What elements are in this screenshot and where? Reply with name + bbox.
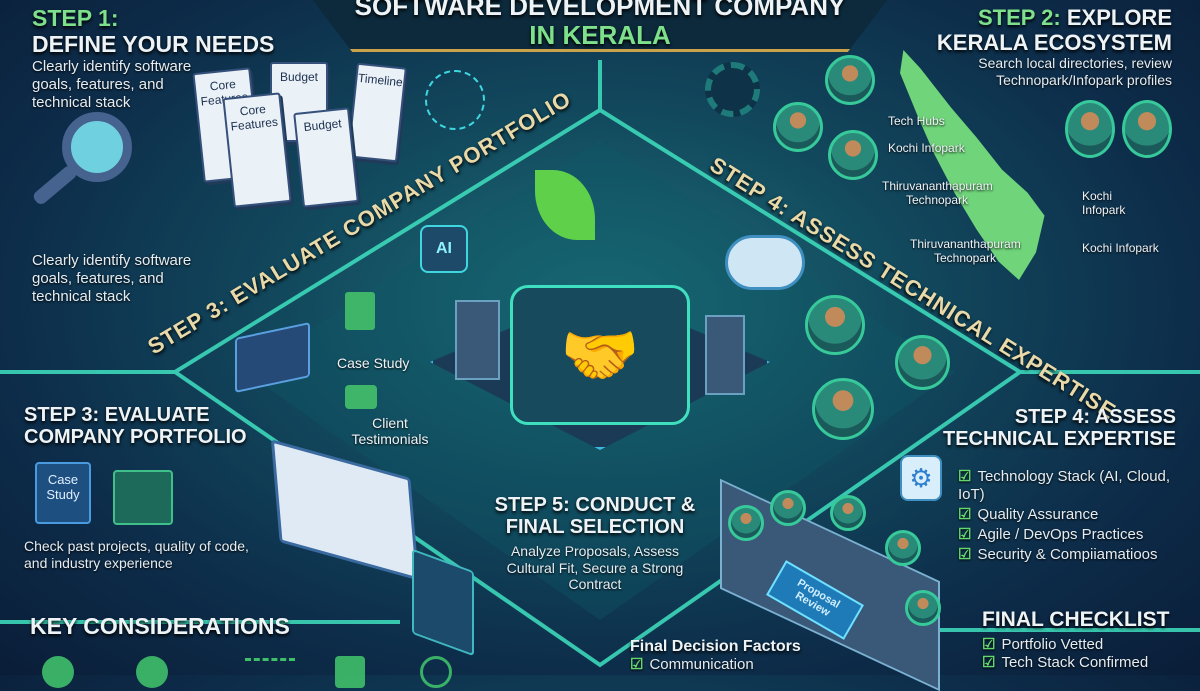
step4-item: ☑Agile / DevOps Practices <box>958 526 1144 543</box>
avatar <box>830 495 866 531</box>
avatar <box>805 295 865 355</box>
network-icon <box>425 70 485 130</box>
avatar <box>728 505 764 541</box>
gear-chat-icon: ⚙ <box>900 455 942 501</box>
step1-title: DEFINE YOUR NEEDS <box>32 30 275 57</box>
step5-desc: Analyze Proposals, Assess Cultural Fit, … <box>506 542 684 593</box>
step2-section: STEP 2: EXPLORE KERALA ECOSYSTEM Search … <box>900 5 1172 89</box>
avatar <box>895 335 950 390</box>
step1-label: STEP 1: <box>32 5 119 31</box>
step2-title-b: KERALA ECOSYSTEM <box>936 29 1172 55</box>
step4-section: STEP 4: ASSESS TECHNICAL EXPERTISE <box>940 406 1176 451</box>
check-icon: ☑ <box>958 546 972 563</box>
step1-desc-repeat: Clearly identify software goals, feature… <box>32 252 192 305</box>
avatar <box>885 530 921 566</box>
decision-title: Final Decision Factors <box>630 638 801 655</box>
gear-icon <box>42 656 74 688</box>
step2-label: STEP 2: <box>977 5 1061 30</box>
checklist-section: FINAL CHECKLIST ☑Portfolio Vetted ☑Tech … <box>982 608 1169 672</box>
step1-section: STEP 1: DEFINE YOUR NEEDS Clearly identi… <box>32 5 292 112</box>
doc-budget-2: Budget <box>293 107 359 208</box>
chat-icon <box>345 385 377 409</box>
step4-title: STEP 4: ASSESS TECHNICAL EXPERTISE <box>943 406 1176 451</box>
step4-list: ☑Technology Stack (AI, Cloud, IoT) ☑Qual… <box>958 468 1188 564</box>
shield-icon <box>335 656 365 688</box>
check-icon: ☑ <box>958 526 972 543</box>
title-line2: IN KERALA <box>529 20 671 51</box>
avatar <box>773 102 823 152</box>
map-label-tvm-2: Thiruvananthapuram Technopark <box>910 237 1021 265</box>
case-study-label: Case Study <box>337 355 410 371</box>
avatar <box>770 490 806 526</box>
server-icon <box>455 300 500 380</box>
check-icon: ☑ <box>982 635 996 653</box>
step3-section: STEP 3: EVALUATE COMPANY PORTFOLIO <box>24 404 264 449</box>
step4-item: ☑Technology Stack (AI, Cloud, IoT) <box>958 468 1171 503</box>
map-label-kochi-3: Kochi Infopark <box>1082 241 1159 255</box>
title-line1: SOFTWARE DEVELOPMENT COMPANY <box>354 0 846 21</box>
checklist-item: ☑Portfolio Vetted <box>982 635 1104 653</box>
map-label-tech-hubs: Tech Hubs <box>888 114 945 128</box>
case-study-card: Case Study <box>35 462 91 524</box>
doc-core-features-2: Core Features <box>222 92 292 208</box>
avatar <box>825 55 875 105</box>
target-icon <box>420 656 452 688</box>
check-icon: ☑ <box>630 655 644 673</box>
avatar <box>905 590 941 626</box>
step2-title-a: EXPLORE <box>1066 5 1172 30</box>
step4-item: ☑Quality Assurance <box>958 506 1099 523</box>
checklist-title: FINAL CHECKLIST <box>982 608 1170 631</box>
check-icon: ☑ <box>958 506 972 523</box>
step1-desc: Clearly identify software goals, feature… <box>32 57 192 111</box>
cube-gear-icon <box>705 62 760 117</box>
checklist-item: ☑Tech Stack Confirmed <box>982 653 1149 671</box>
decision-item: ☑Communication <box>630 655 754 673</box>
step2-desc: Search local directories, review Technop… <box>978 55 1172 89</box>
title-banner <box>305 0 895 52</box>
client-testimonials-label: Client Testimonials <box>351 415 429 448</box>
map-label-kochi-2: Kochi Infopark <box>1082 189 1126 217</box>
server-icon <box>705 315 745 395</box>
ai-chip-icon: AI <box>420 225 468 273</box>
step3-title: STEP 3: EVALUATE COMPANY PORTFOLIO <box>24 404 247 449</box>
key-considerations-title: KEY CONSIDERATIONS <box>30 613 290 639</box>
page-title: SOFTWARE DEVELOPMENT COMPANY IN KERALA <box>305 0 895 50</box>
step3-desc: Check past projects, quality of code, an… <box>24 538 249 571</box>
cloud-icon <box>725 235 805 290</box>
step4-item: ☑Security & Compiiamatioos <box>958 546 1158 563</box>
document-icon <box>345 292 375 330</box>
avatar <box>828 130 878 180</box>
check-icon: ☑ <box>982 653 996 671</box>
avatar <box>1122 100 1172 158</box>
avatar <box>812 378 874 440</box>
map-label-tvm-1: Thiruvananthapuram Technopark <box>882 179 993 207</box>
map-label-kochi-1: Kochi Infopark <box>888 141 965 155</box>
person-icon <box>136 656 168 688</box>
check-icon: ☑ <box>958 468 972 485</box>
avatar <box>1065 100 1115 158</box>
doc-timeline: Timeline <box>347 62 407 163</box>
step5-section: STEP 5: CONDUCT & FINAL SELECTION Analyz… <box>470 494 700 593</box>
decision-section: Final Decision Factors ☑Communication <box>630 638 801 674</box>
growth-arrow-icon <box>245 658 295 674</box>
profile-scroll-icon <box>113 470 173 525</box>
step5-title: STEP 5: CONDUCT & FINAL SELECTION <box>494 494 696 539</box>
handshake-icon: 🤝 <box>510 285 690 425</box>
